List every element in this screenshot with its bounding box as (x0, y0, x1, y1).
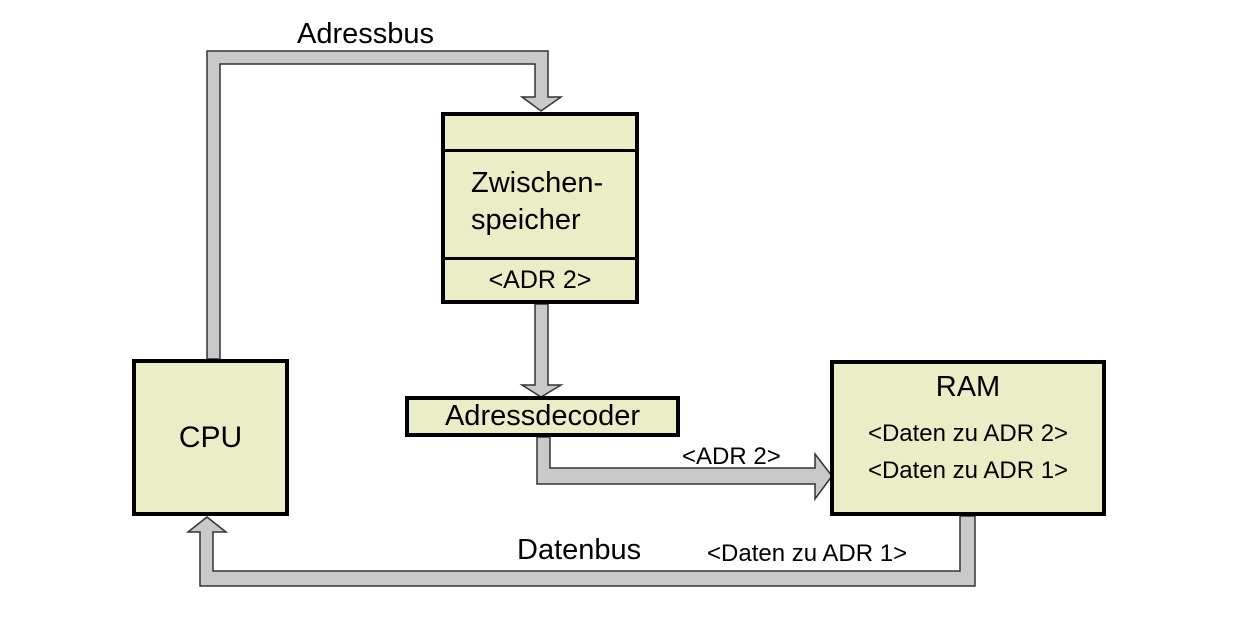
ram-data-line2: <Daten zu ADR 1> (867, 457, 1069, 484)
ram-label: RAM (935, 371, 1001, 403)
zwischenspeicher-address: <ADR 2> (488, 265, 592, 294)
zwischenspeicher-empty-slot (445, 116, 635, 149)
adressdecoder-box: Adressdecoder (405, 396, 680, 437)
zwischenspeicher-box: Zwischen- speicher <ADR 2> (441, 112, 639, 304)
ram-data-line1: <Daten zu ADR 2> (867, 420, 1069, 447)
adressbus-arrow (206, 50, 564, 360)
cpu-label: CPU (178, 420, 243, 454)
ram-box: RAM <Daten zu ADR 2> <Daten zu ADR 1> (830, 360, 1106, 516)
zwischenspeicher-address-slot: <ADR 2> (445, 257, 635, 300)
zwischenspeicher-name: Zwischen- speicher (445, 149, 635, 257)
buffer-to-decoder-arrow (519, 303, 564, 398)
adr2-bus-label: <ADR 2> (682, 443, 781, 470)
datenbus-label: Datenbus (517, 534, 642, 566)
decoder-to-ram-arrow (536, 436, 833, 502)
datenbus-arrow (185, 515, 976, 587)
cpu-box: CPU (132, 359, 289, 516)
zwischenspeicher-name-line1: Zwischen- (471, 167, 604, 199)
zwischenspeicher-name-line2: speicher (471, 204, 581, 236)
adressdecoder-label: Adressdecoder (444, 400, 641, 432)
daten-adr1-bus-label: <Daten zu ADR 1> (707, 540, 908, 567)
adressbus-label: Adressbus (297, 18, 435, 50)
